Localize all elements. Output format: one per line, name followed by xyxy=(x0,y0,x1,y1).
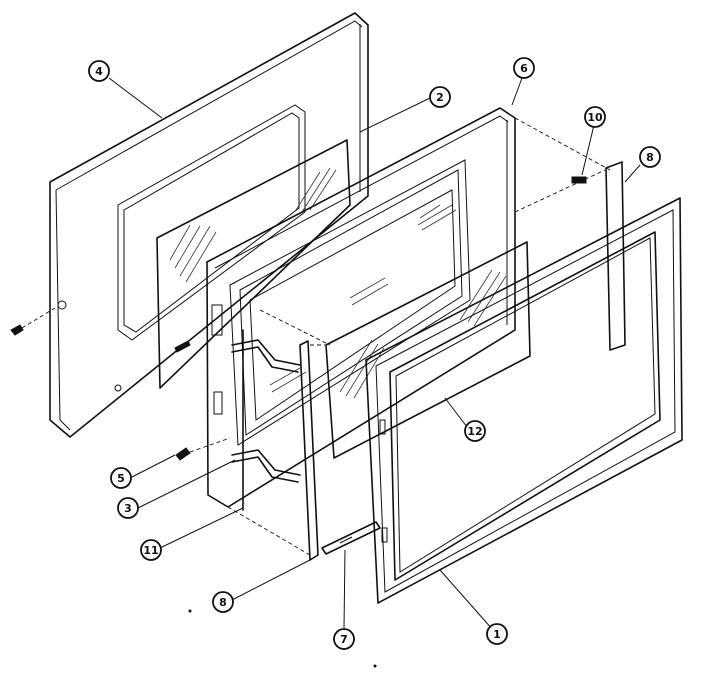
callout-1: 1 xyxy=(486,623,508,645)
callout-2-label: 2 xyxy=(436,91,444,104)
callout-10: 10 xyxy=(584,106,606,128)
door-screw-left xyxy=(10,307,56,336)
assembly-guide-lines xyxy=(227,117,611,556)
callout-10-label: 10 xyxy=(587,111,603,124)
outer-door-panel xyxy=(49,12,369,438)
callout-1-label: 1 xyxy=(493,628,501,641)
callout-8-right-label: 8 xyxy=(646,151,654,164)
inner-glass-pane xyxy=(156,139,351,389)
hinge-screw xyxy=(175,437,231,461)
bottom-trim-strip xyxy=(321,521,381,555)
callout-5-label: 5 xyxy=(117,472,125,485)
speck xyxy=(188,609,192,613)
callout-8-left: 8 xyxy=(212,591,234,613)
door-inner-frame xyxy=(206,107,516,508)
callout-12-label: 12 xyxy=(467,425,482,438)
side-channel-left xyxy=(299,340,325,561)
callout-4: 4 xyxy=(88,60,110,82)
callout-7: 7 xyxy=(333,628,355,650)
callout-3-label: 3 xyxy=(124,502,132,515)
door-hinge-lower xyxy=(231,449,301,483)
callout-5: 5 xyxy=(110,467,132,489)
window-glass-pane xyxy=(325,241,531,459)
callout-6: 6 xyxy=(513,57,535,79)
callout-11-label: 11 xyxy=(143,544,158,557)
callout-8-left-label: 8 xyxy=(219,596,227,609)
callout-6-label: 6 xyxy=(520,62,528,75)
callout-4-label: 4 xyxy=(95,65,103,78)
callout-11: 11 xyxy=(140,539,162,561)
callout-8-right: 8 xyxy=(639,146,661,168)
door-hinge-upper xyxy=(231,339,301,373)
leader-lines xyxy=(108,77,641,631)
callout-7-label: 7 xyxy=(340,633,348,646)
speck xyxy=(373,664,377,668)
callout-3: 3 xyxy=(117,497,139,519)
callout-12: 12 xyxy=(464,420,486,442)
callout-2: 2 xyxy=(429,86,451,108)
side-channel-right xyxy=(571,161,626,351)
front-door-frame xyxy=(365,197,683,604)
